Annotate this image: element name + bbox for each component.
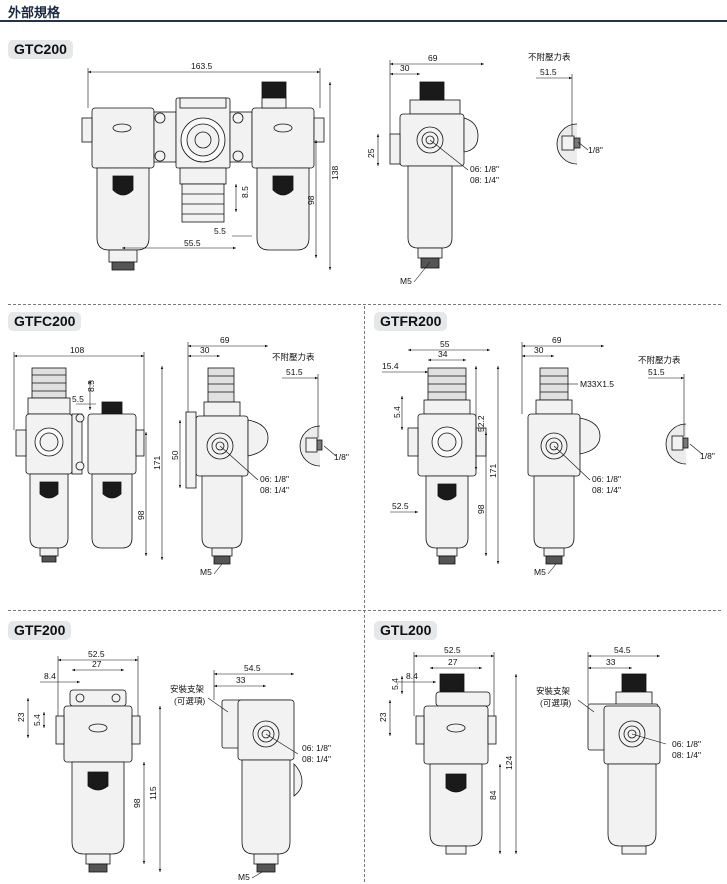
gtl200-dim-bracket-offset: 5.4 — [390, 678, 400, 690]
gtf200-dim-height-total: 115 — [148, 786, 158, 800]
gtfc200-gauge-dim: 51.5 — [286, 367, 303, 377]
gtl200-dim-width-total: 52.5 — [444, 645, 461, 655]
gtfc200-dim-gauge-mount: 8.5 — [86, 380, 96, 392]
gtfc200-side-view — [185, 367, 323, 565]
gtf200-dim-width-total: 52.5 — [88, 649, 105, 659]
section-tag-gtc200: GTC200 — [8, 40, 73, 59]
gtfc200-gauge-note: 不附壓力表 — [272, 352, 315, 362]
separator-vertical — [364, 306, 365, 882]
gtfr200-gauge-dim: 51.5 — [648, 367, 665, 377]
gtc200-dim-height-total: 138 — [330, 166, 340, 180]
gtfr200-dim-upper-height: 52.2 — [476, 415, 486, 432]
gtfc200-port-note-1: 06: 1/8" — [260, 474, 289, 484]
gtc200-port-note-2: 08: 1/4" — [470, 175, 499, 185]
gtl200-dim-height-total: 124 — [504, 756, 514, 770]
gtf200-dim-bracket-height: 23 — [16, 712, 26, 722]
gtf200-front-view — [55, 689, 141, 873]
gtfr200-dim-knob-width: 34 — [438, 349, 448, 359]
gtfc200-dim-depth-offset: 30 — [200, 345, 210, 355]
gtl200-port-note-2: 08: 1/4" — [672, 750, 701, 760]
gtc200-drain-label: M5 — [400, 276, 412, 286]
gtl200-dim-depth-offset: 33 — [606, 657, 616, 667]
gtc200-dim-center-spacing: 55.5 — [184, 238, 201, 248]
gtfr200-dim-depth: 69 — [552, 335, 562, 345]
section-tag-gtl200: GTL200 — [374, 621, 438, 640]
page-header: 外部規格 — [0, 0, 727, 22]
gtf200-dim-depth-offset: 33 — [236, 675, 246, 685]
gtfr200-dim-height-lower: 98 — [476, 504, 486, 514]
gtc200-dim-width-total: 163.5 — [191, 61, 213, 71]
gtfc200-dim-height-total: 171 — [152, 456, 162, 470]
gtl200-dim-inner-width: 27 — [448, 657, 458, 667]
gtfr200-port-note-2: 08: 1/4" — [592, 485, 621, 495]
gtfr200-port-note-1: 06: 1/8" — [592, 474, 621, 484]
gtc200-side-view — [389, 81, 581, 269]
gtf200-bracket-note-2: (可選項) — [174, 696, 205, 706]
gtc200-gauge-note: 不附壓力表 — [528, 52, 571, 62]
gtc200-dim-drain-offset: 5.5 — [214, 226, 226, 236]
gtc200-gauge-port: 1/8" — [588, 145, 603, 155]
gtl200-side-view — [587, 673, 661, 855]
gtfr200-gauge-port: 1/8" — [700, 451, 715, 461]
gtc200-dim-height-lower: 98 — [306, 195, 316, 205]
gtl200-dim-left-offset: 8.4 — [406, 671, 418, 681]
gtl200-port-note-1: 06: 1/8" — [672, 739, 701, 749]
gtfc200-dim-width-total: 108 — [70, 345, 84, 355]
gtf200-side-view — [221, 699, 303, 873]
gtfr200-dim-thread: M33X1.5 — [580, 379, 614, 389]
page-title: 外部規格 — [8, 6, 61, 21]
gtfr200-dim-body-width: 52.5 — [392, 501, 409, 511]
gtfc200-dim-drain-offset: 5.5 — [72, 394, 84, 404]
gtc200-dim-gauge-mount: 8.5 — [240, 186, 250, 198]
gtfr200-gauge-note: 不附壓力表 — [638, 355, 681, 365]
gtf200-port-note-1: 06: 1/8" — [302, 743, 331, 753]
gtfr200-dim-bracket-height: 5.4 — [392, 406, 402, 418]
gtfc200-dim-depth: 69 — [220, 335, 230, 345]
gtc200-port-note-1: 06: 1/8" — [470, 164, 499, 174]
gtc200-dim-port-height: 25 — [366, 148, 376, 158]
gtfr200-dim-left-offset: 15.4 — [382, 361, 399, 371]
gtl200-dim-bracket-height: 23 — [378, 712, 388, 722]
gtf200-drain-label: M5 — [238, 872, 250, 882]
gtfr200-front-view — [407, 367, 487, 565]
section-tag-gtfc200: GTFC200 — [8, 312, 82, 331]
gtfr200-dim-height-total: 171 — [488, 464, 498, 478]
gtfc200-port-note-2: 08: 1/4" — [260, 485, 289, 495]
header-rule — [0, 20, 727, 22]
gtc200-gauge-dim: 51.5 — [540, 67, 557, 77]
gtfr200-dim-depth-offset: 30 — [534, 345, 544, 355]
gtfc200-drain-label: M5 — [200, 567, 212, 577]
gtl200-dim-height-lower: 84 — [488, 790, 498, 800]
gtf200-dim-left-offset: 8.4 — [44, 671, 56, 681]
gtfr200-drain-label: M5 — [534, 567, 546, 577]
gtc200-front-view — [81, 81, 325, 271]
gtf200-dim-height-lower: 98 — [132, 798, 142, 808]
gtfc200-front-view — [15, 367, 145, 563]
gtc200-dim-depth: 69 — [428, 53, 438, 63]
section-tag-gtfr200: GTFR200 — [374, 312, 448, 331]
gtf200-dim-inner-width: 27 — [92, 659, 102, 669]
gtfr200-dim-width-total: 55 — [440, 339, 450, 349]
gtfc200-gauge-port: 1/8" — [334, 452, 349, 462]
gtl200-bracket-note-2: (可選項) — [540, 698, 571, 708]
gtc200-dim-depth-offset: 30 — [400, 63, 410, 73]
gtf200-port-note-2: 08: 1/4" — [302, 754, 331, 764]
gtf200-dim-depth: 54.5 — [244, 663, 261, 673]
gtl200-dim-depth: 54.5 — [614, 645, 631, 655]
gtfc200-dim-port-height: 50 — [170, 450, 180, 460]
gtf200-dim-bracket-offset: 5.4 — [32, 714, 42, 726]
gtfr200-side-view — [527, 367, 689, 565]
section-tag-gtf200: GTF200 — [8, 621, 72, 640]
gtf200-bracket-note-1: 安裝支架 — [170, 684, 205, 694]
gtl200-bracket-note-1: 安裝支架 — [536, 686, 571, 696]
separator-top — [8, 304, 721, 305]
gtl200-front-view — [415, 673, 497, 855]
gtfc200-dim-height-lower: 98 — [136, 510, 146, 520]
